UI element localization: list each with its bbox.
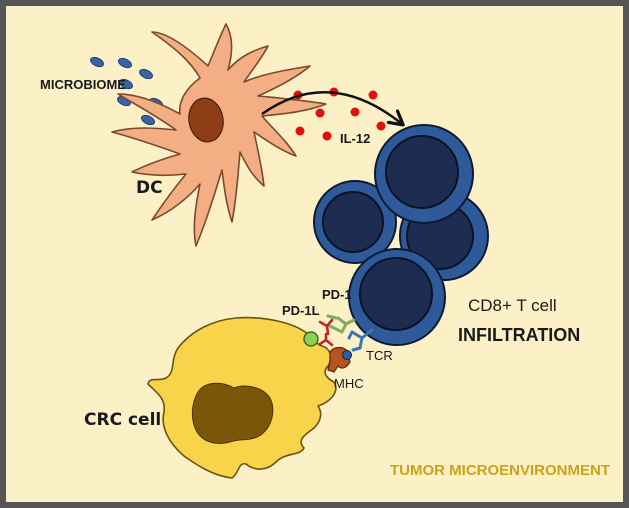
pd1l-ligand [303,331,319,347]
bacterium [141,114,155,126]
t-cell [313,180,397,264]
il12-dot [350,107,360,117]
label-dc: DC [136,178,163,198]
bacterium [118,57,132,69]
dc-nucleus [188,97,224,143]
crc-nucleus [191,382,274,444]
crc-cell [147,316,337,479]
t-cell [374,124,474,224]
label-il12: IL-12 [340,131,370,146]
label-pd1: PD-1 [322,287,352,302]
label-mhc: MHC [334,376,364,391]
label-cd8-line1: CD8+ T cell [468,296,557,315]
bacterium [119,78,133,90]
cd8-t-cell-cluster [313,124,489,346]
activation-arrow [261,91,402,124]
checkpoint-antibody [318,318,334,336]
mhc-peptide [342,350,352,360]
bacterium [90,56,104,68]
label-microbiome: MICROBIOME [40,77,126,92]
tcr-receptor [347,328,374,352]
immune-synapse [303,314,374,373]
il12-dot [368,90,378,100]
label-crc-cell: CRC cell [84,410,161,430]
dendritic-cell [111,23,327,247]
il12-dot [376,121,386,131]
il12-dot [295,126,305,136]
il12-dot [315,108,325,118]
label-tcr: TCR [366,348,393,363]
label-tumor-microenvironment: TUMOR MICROENVIRONMENT [390,462,610,479]
checkpoint-antibody [318,332,334,347]
bacterium [139,68,153,80]
pd1-receptor [326,314,356,334]
t-cell [348,248,446,346]
il12-dot [322,131,332,141]
label-cd8-line2: INFILTRATION [458,325,580,345]
label-pd1l: PD-1L [282,303,320,318]
